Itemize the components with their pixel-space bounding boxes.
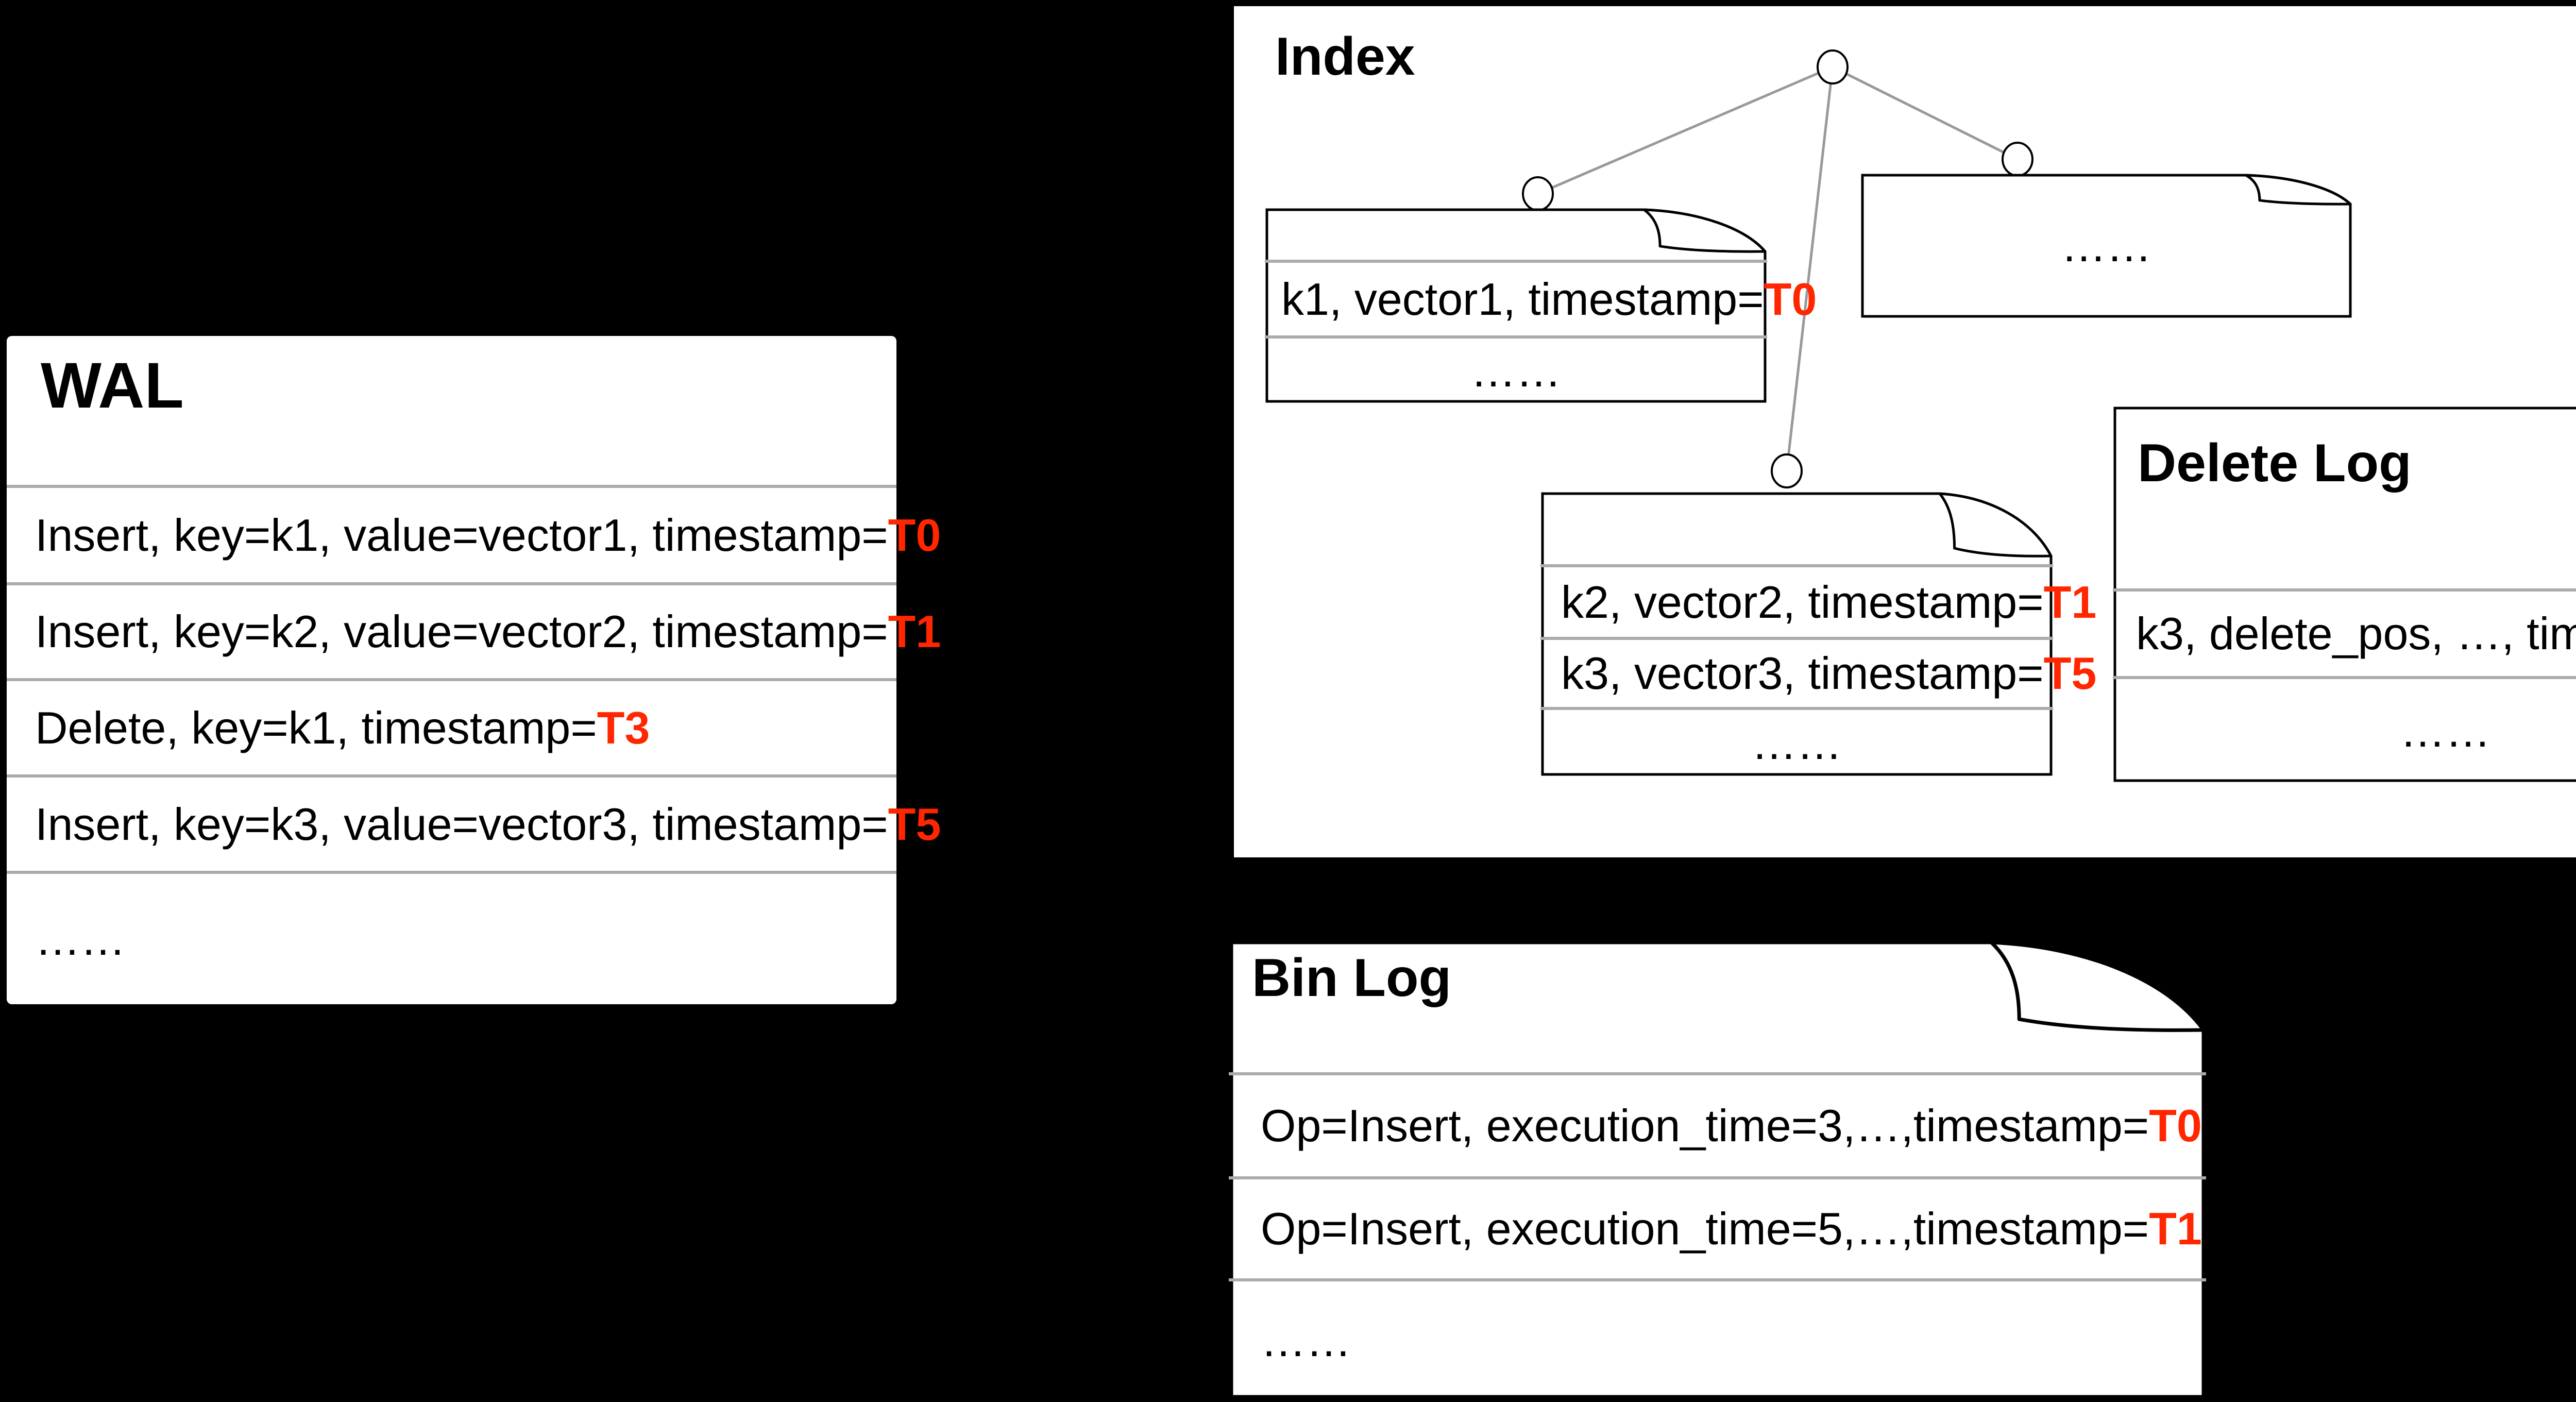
ellipsis: …… xyxy=(2061,220,2152,271)
timestamp-value: T3 xyxy=(597,702,650,753)
doc-entry-text: k3, vector3, timestamp= xyxy=(1561,648,2044,699)
ellipsis: …… xyxy=(1261,1314,1351,1366)
doc-entry-row: Op=Insert, execution_time=3,…,timestamp=… xyxy=(1229,1072,2206,1176)
ellipsis: …… xyxy=(1470,345,1562,396)
ellipsis: …… xyxy=(35,913,126,965)
ellipsis: …… xyxy=(1751,717,1842,769)
delete-log-title: Delete Log xyxy=(2138,433,2412,493)
bin-log-title: Bin Log xyxy=(1252,948,1452,1008)
doc-entry-text: k2, vector2, timestamp= xyxy=(1561,576,2044,628)
doc-entry-text: k1, vector1, timestamp= xyxy=(1281,273,1764,325)
folded-page-shape xyxy=(1265,208,1767,403)
timestamp-value: T0 xyxy=(1764,273,1817,325)
tree-root-node xyxy=(1817,49,1849,85)
index-title: Index xyxy=(1275,27,1415,87)
page-fold-corner xyxy=(1938,492,2053,558)
index-segment-doc-right: …… xyxy=(1860,173,2352,318)
wal-entry-row: Insert, key=k1, value=vector1, timestamp… xyxy=(7,485,941,582)
ellipsis: …… xyxy=(2400,705,2491,756)
wal-entry-text: Insert, key=k1, value=vector1, timestamp… xyxy=(35,509,888,561)
wal-entry-row: Insert, key=k3, value=vector3, timestamp… xyxy=(7,774,941,871)
wal-entry-text: Insert, key=k2, value=vector2, timestamp… xyxy=(35,606,888,657)
doc-entry-text: Op=Insert, execution_time=3,…,timestamp= xyxy=(1261,1100,2149,1151)
tree-node-right xyxy=(2002,142,2033,177)
tree-edge-middle xyxy=(1785,66,1834,471)
wal-entry-row: Delete, key=k1, timestamp=T3 xyxy=(7,678,896,774)
timestamp-value: T0 xyxy=(888,509,941,561)
page-fold-corner xyxy=(2244,174,2352,206)
doc-entry-text: k3, delete_pos, …, timestamp= xyxy=(2136,608,2576,659)
tree-node-middle xyxy=(1771,453,1803,488)
doc-entry-row: k3, vector3, timestamp=T5 xyxy=(1540,637,2096,707)
doc-header-row xyxy=(1540,492,2053,564)
doc-entry-row: k1, vector1, timestamp=T0 xyxy=(1265,260,1817,335)
index-tree xyxy=(1522,49,2033,488)
timestamp-value: T0 xyxy=(2149,1100,2202,1151)
index-panel: Index k1, vector1, timestamp=T0 …… xyxy=(1231,3,2576,860)
folded-page-shape xyxy=(1861,174,2352,318)
folded-page-shape xyxy=(1229,940,2206,1399)
tree-edge-right xyxy=(1832,65,2019,161)
folded-page-shape xyxy=(1541,492,2053,776)
wal-entry-text: Insert, key=k3, value=vector3, timestamp… xyxy=(35,798,888,850)
doc-ellipsis-row: …… xyxy=(1540,707,2053,776)
page-fold-corner xyxy=(1989,940,2206,1032)
page-fold-corner xyxy=(1642,208,1767,253)
wal-entry-text: Delete, key=k1, timestamp= xyxy=(35,702,597,753)
wal-ellipsis-row: …… xyxy=(7,871,896,1004)
doc-ellipsis-row: …… xyxy=(1265,335,1767,403)
timestamp-value: T1 xyxy=(2149,1203,2202,1254)
timestamp-value: T5 xyxy=(2043,648,2097,699)
doc-ellipsis-row: …… xyxy=(2113,676,2576,783)
folded-page-shape xyxy=(2113,407,2576,782)
doc-ellipsis-row: …… xyxy=(1860,173,2352,318)
index-segment-doc-middle: k2, vector2, timestamp=T1 k3, vector3, t… xyxy=(1540,492,2096,776)
doc-header-row xyxy=(1265,208,1767,260)
wal-title-row: WAL xyxy=(7,336,896,485)
page-outline xyxy=(2113,407,2576,782)
doc-ellipsis-row: …… xyxy=(1229,1278,2206,1399)
timestamp-value: T1 xyxy=(888,606,941,657)
doc-entry-text: Op=Insert, execution_time=5,…,timestamp= xyxy=(1261,1203,2149,1254)
wal-entry-row: Insert, key=k2, value=vector2, timestamp… xyxy=(7,582,941,678)
bin-log-doc: Bin Log Op=Insert, execution_time=3,…,ti… xyxy=(1229,940,2206,1399)
delete-log-title-row: Delete Log xyxy=(2113,406,2576,588)
doc-entry-row: k3, delete_pos, …, timestamp=T3 xyxy=(2113,588,2576,676)
delete-log-doc: Delete Log k3, delete_pos, …, timestamp=… xyxy=(2113,406,2576,783)
index-segment-doc-left: k1, vector1, timestamp=T0 …… xyxy=(1265,208,1817,403)
tree-edge-left xyxy=(1537,65,1833,195)
timestamp-value: T5 xyxy=(888,798,941,850)
wal-title: WAL xyxy=(41,350,184,421)
timestamp-value: T1 xyxy=(2043,576,2097,628)
bin-log-title-row: Bin Log xyxy=(1229,940,2206,1072)
doc-entry-row: Op=Insert, execution_time=5,…,timestamp=… xyxy=(1229,1176,2206,1278)
wal-panel: WAL Insert, key=k1, value=vector1, times… xyxy=(7,336,941,1004)
tree-node-left xyxy=(1522,176,1554,211)
doc-entry-row: k2, vector2, timestamp=T1 xyxy=(1540,564,2096,637)
